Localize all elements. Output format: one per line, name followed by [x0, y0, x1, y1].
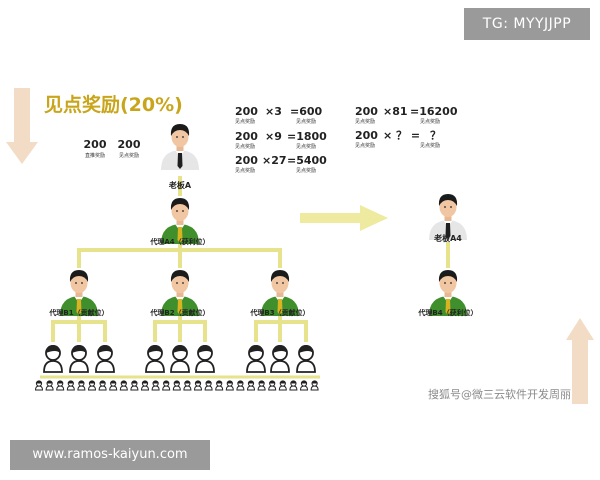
- svg-text:×3: ×3: [265, 105, 282, 118]
- member-icon: [195, 345, 215, 373]
- sub-member-icon: [56, 380, 65, 391]
- svg-text:=16200: =16200: [410, 105, 458, 118]
- agent-b3-avatar: [261, 270, 299, 316]
- page-title: 见点奖励(20%): [44, 93, 183, 116]
- node-label-agent-b1: 代理B1（贡献位）: [48, 308, 108, 317]
- svg-text:×81: ×81: [383, 105, 408, 118]
- sub-member-icon: [278, 380, 287, 391]
- point-reward-amount: 200: [118, 138, 141, 151]
- member-icon: [69, 345, 89, 373]
- svg-text:×27: ×27: [262, 154, 287, 167]
- agent-b1-avatar: [60, 270, 98, 316]
- svg-text:=600: =600: [290, 105, 323, 118]
- sub-member-icon: [215, 380, 224, 391]
- sub-member-icon: [77, 380, 86, 391]
- svg-text:？: ？: [430, 129, 441, 142]
- node-label-boss-a: 老板A: [168, 180, 192, 190]
- sub-member-icon: [204, 380, 213, 391]
- sub-member-icon: [193, 380, 203, 391]
- svg-text:见点奖励: 见点奖励: [420, 142, 440, 149]
- svg-text:200: 200: [235, 105, 258, 118]
- direct-reward-label: 直推奖励: [85, 152, 105, 159]
- svg-text:× ？ =: × ？ =: [383, 129, 420, 142]
- sohu-watermark: 搜狐号@微三云软件开发周丽: [428, 388, 571, 401]
- member-icon: [296, 345, 316, 373]
- member-icon: [270, 345, 290, 373]
- website-badge: www.ramos-kaiyun.com: [10, 440, 210, 470]
- sub-member-icon: [257, 380, 266, 391]
- sub-member-icon: [87, 380, 97, 391]
- svg-text:200: 200: [235, 130, 258, 143]
- formula-row: 200 见点奖励 ×81 =16200 见点奖励: [355, 105, 458, 125]
- sub-member-icon: [183, 380, 192, 391]
- member-icon: [246, 345, 266, 373]
- svg-text:见点奖励: 见点奖励: [355, 118, 375, 125]
- member-icon: [95, 345, 115, 373]
- sub-member-icon: [66, 380, 75, 391]
- formula-row: 200 见点奖励 ×9 =1800 见点奖励: [235, 130, 327, 150]
- tree-connectors: [40, 176, 450, 379]
- sub-member-icon: [119, 380, 128, 391]
- node-label-agent-b3: 代理B3（贡献位）: [249, 308, 309, 317]
- svg-text:200: 200: [355, 129, 378, 142]
- member-icon: [43, 345, 63, 373]
- sub-member-icon: [310, 380, 319, 391]
- sub-member-icon: [162, 380, 171, 391]
- boss-a4-avatar: [429, 194, 467, 240]
- sub-member-icon: [34, 380, 44, 391]
- svg-text:200: 200: [235, 154, 258, 167]
- sub-member-icon: [172, 380, 181, 391]
- sub-member-icon: [289, 380, 298, 391]
- svg-text:=1800: =1800: [287, 130, 327, 143]
- people-layer: [34, 124, 467, 391]
- sub-member-icon: [45, 380, 54, 391]
- svg-text:见点奖励: 见点奖励: [296, 167, 316, 174]
- svg-text:200: 200: [355, 105, 378, 118]
- svg-text:=5400: =5400: [287, 154, 327, 167]
- sub-member-icon: [225, 380, 234, 391]
- svg-text:见点奖励: 见点奖励: [355, 142, 375, 149]
- sub-member-icon: [236, 380, 245, 391]
- big-right-arrow: [300, 205, 388, 231]
- svg-text:见点奖励: 见点奖励: [296, 143, 316, 150]
- direct-reward-amount: 200: [84, 138, 107, 151]
- node-label-boss-a4: 老板A4: [433, 233, 462, 243]
- member-icon: [145, 345, 165, 373]
- formula-row: 200 见点奖励 ×27 =5400 见点奖励: [235, 154, 327, 174]
- boss-a-avatar: [161, 124, 199, 170]
- sub-member-icon: [299, 380, 309, 391]
- node-label-agent-b4: 代理B4（获利位）: [417, 308, 477, 317]
- formula-row: 200 见点奖励 ×3 =600 见点奖励: [235, 105, 323, 125]
- sub-member-icon: [268, 380, 277, 391]
- svg-text:见点奖励: 见点奖励: [235, 118, 255, 125]
- left-down-arrow: [6, 88, 38, 164]
- sub-member-icon: [98, 380, 107, 391]
- agent-a4-avatar: [161, 198, 199, 244]
- right-up-arrow: [566, 318, 594, 404]
- sub-member-icon: [109, 380, 118, 391]
- svg-text:见点奖励: 见点奖励: [420, 118, 440, 125]
- telegram-badge: TG: MYYJJPP: [464, 8, 590, 40]
- svg-text:见点奖励: 见点奖励: [235, 143, 255, 150]
- node-label-agent-b2: 代理B2（贡献位）: [149, 308, 209, 317]
- node-label-agent-a4: 代理A4（获利位）: [149, 237, 209, 246]
- formula-row: 200 见点奖励 × ？ = ？ 见点奖励: [355, 129, 441, 149]
- sub-member-icon: [140, 380, 150, 391]
- svg-text:×9: ×9: [265, 130, 282, 143]
- svg-text:见点奖励: 见点奖励: [235, 167, 255, 174]
- point-reward-label: 见点奖励: [119, 152, 139, 159]
- svg-text:见点奖励: 见点奖励: [296, 118, 316, 125]
- member-icon: [170, 345, 190, 373]
- sub-member-icon: [130, 380, 139, 391]
- sub-member-icon: [151, 380, 160, 391]
- agent-b4-avatar: [429, 270, 467, 316]
- sub-member-icon: [246, 380, 256, 391]
- agent-b2-avatar: [161, 270, 199, 316]
